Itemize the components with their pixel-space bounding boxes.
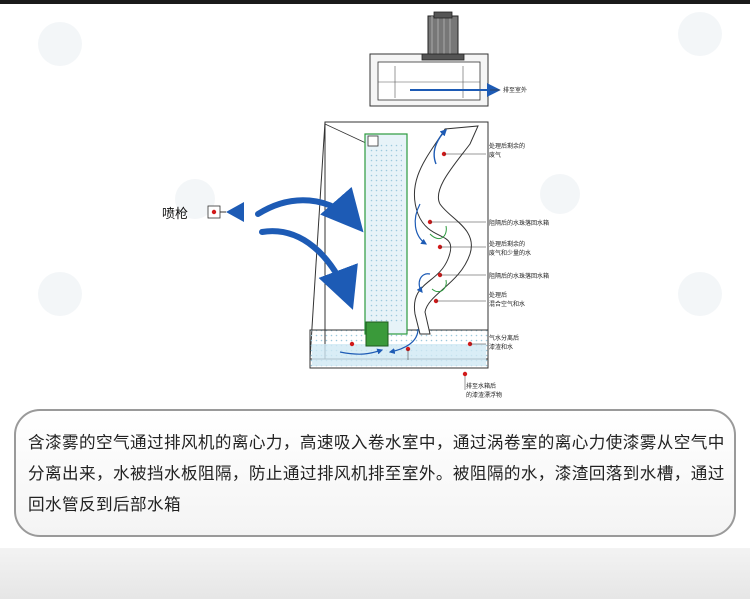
fan-motor xyxy=(421,11,465,61)
label-baffle-water-box: 阻隔后的水珠落回水箱 xyxy=(489,219,549,227)
flow-arrow-mid xyxy=(414,203,427,245)
label-separation-2: 漆渣和水 xyxy=(489,343,513,351)
label-after-2: 废气和少量的水 xyxy=(489,249,531,257)
top-border xyxy=(0,0,750,4)
airflow-arrow-lower xyxy=(259,228,358,310)
label-after-swirl-2: 废气 xyxy=(489,151,501,159)
flow-arrow-up xyxy=(433,129,447,165)
label-mix-1: 处理后 xyxy=(489,291,507,299)
bottom-band xyxy=(0,548,750,599)
caption-box: 含漆雾的空气通过排风机的离心力，高速吸入卷水室中，通过涡卷室的离心力使漆雾从空气… xyxy=(14,409,736,537)
label-baffle-water-box-2: 阻隔后的水珠落回水箱 xyxy=(489,272,549,280)
flow-arrow-tank xyxy=(339,348,384,355)
exhaust-fan-housing xyxy=(369,53,489,107)
flow-arrow-bottom xyxy=(388,328,419,354)
caption-text: 含漆雾的空气通过排风机的离心力，高速吸入卷水室中，通过涡卷室的离心力使漆雾从空气… xyxy=(28,433,725,514)
pump xyxy=(365,321,389,347)
flow-arrow-low xyxy=(416,273,431,293)
label-after-swirl-1: 处理后剩余的 xyxy=(489,142,525,150)
watermark-logos xyxy=(38,12,722,316)
label-exhaust: 排至室外 xyxy=(503,86,527,94)
label-after-1: 处理后剩余的 xyxy=(489,240,525,248)
label-separation-1: 气水分离后 xyxy=(489,334,519,342)
water-curtain-panel xyxy=(364,133,408,335)
spray-gun xyxy=(207,202,244,222)
annotation-markers xyxy=(349,151,486,390)
airflow-arrow-upper xyxy=(255,186,364,233)
spray-gun-label: 喷枪 xyxy=(162,206,188,222)
water-curtain-diagram: 排至室外 喷枪 xyxy=(38,11,722,399)
label-tank-1: 排至水箱后 xyxy=(466,382,496,390)
label-mix-2: 混合空气和水 xyxy=(489,300,525,308)
label-tank-2: 的漆渣漂浮物 xyxy=(466,391,502,399)
